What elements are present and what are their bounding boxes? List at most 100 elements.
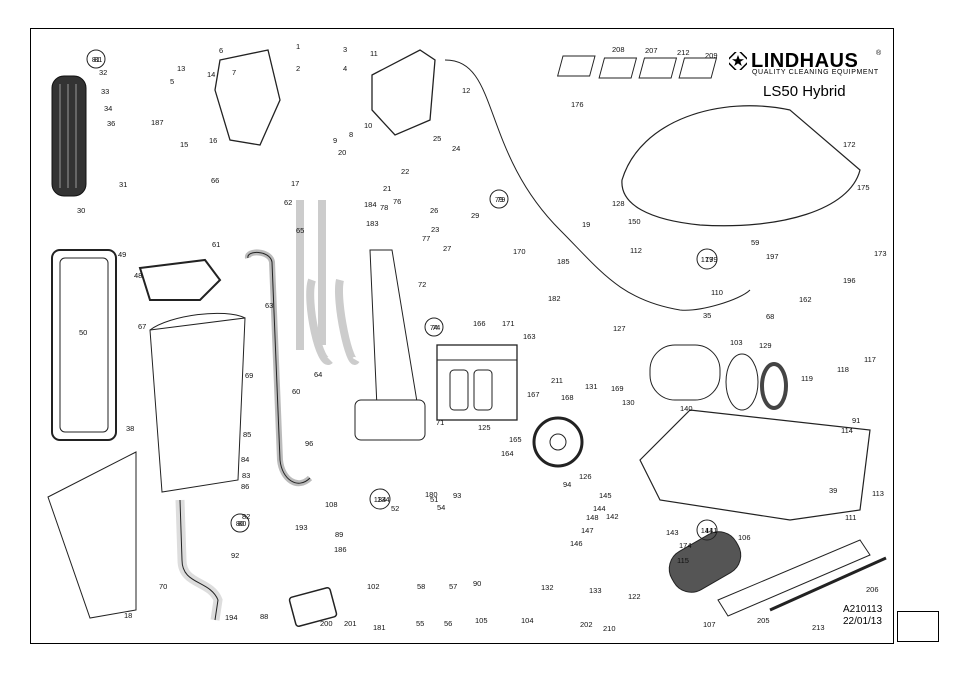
circled-label-81: 81 (86, 49, 106, 69)
gasket-200-part (288, 587, 338, 627)
part-label-68: 68 (766, 312, 774, 321)
part-label-110: 110 (711, 288, 723, 297)
part-label-54: 54 (437, 503, 445, 512)
gasket-part (138, 258, 222, 301)
part-label-60: 60 (292, 387, 300, 396)
circled-label-179: 179 (696, 248, 718, 270)
part-label-143: 143 (666, 528, 679, 537)
lindhaus-logo-icon (729, 52, 747, 70)
part-label-118: 118 (837, 365, 849, 374)
brush-roller-part (668, 531, 742, 593)
part-label-81: 81 (94, 55, 102, 64)
part-label-172: 172 (843, 140, 856, 149)
part-label-103: 103 (730, 338, 743, 347)
part-label-125: 125 (478, 423, 491, 432)
part-label-140: 140 (680, 404, 693, 413)
part-label-12: 12 (462, 86, 470, 95)
part-label-93: 93 (453, 491, 461, 500)
part-label-208: 208 (612, 45, 625, 54)
part-label-193: 193 (295, 523, 308, 532)
part-label-91: 91 (852, 416, 860, 425)
part-label-27: 27 (443, 244, 451, 253)
part-label-90: 90 (473, 579, 481, 588)
part-label-130: 130 (622, 398, 635, 407)
model-name: LS50 Hybrid (763, 83, 846, 100)
part-label-35: 35 (703, 311, 711, 320)
power-cable-part (444, 59, 751, 311)
body-6-part (214, 49, 281, 146)
part-label-14: 14 (207, 70, 215, 79)
part-label-122: 122 (628, 592, 641, 601)
part-label-183: 183 (366, 219, 379, 228)
wheel-part (532, 416, 584, 468)
hose-70-part (175, 499, 223, 621)
part-label-21: 21 (383, 184, 391, 193)
part-label-167: 167 (527, 390, 540, 399)
part-label-174: 174 (679, 541, 692, 550)
part-label-175: 175 (857, 183, 870, 192)
dust-container-part (149, 317, 246, 493)
part-label-56: 56 (444, 619, 452, 628)
part-label-33: 33 (101, 87, 109, 96)
part-label-108: 108 (325, 500, 338, 509)
part-label-179: 179 (705, 255, 718, 264)
part-label-194: 194 (225, 613, 238, 622)
filter-frame-part (51, 249, 117, 441)
part-label-176: 176 (571, 100, 584, 109)
part-label-141: 141 (705, 526, 718, 535)
part-label-148: 148 (586, 513, 599, 522)
part-label-211: 211 (551, 376, 563, 385)
part-label-4: 4 (343, 64, 347, 73)
part-label-117: 117 (864, 355, 876, 364)
part-label-70: 70 (159, 582, 167, 591)
part-label-22: 22 (401, 167, 409, 176)
part-label-144: 144 (593, 504, 606, 513)
part-label-126: 126 (579, 472, 592, 481)
part-label-102: 102 (367, 582, 380, 591)
part-label-18: 18 (124, 611, 132, 620)
part-label-84: 84 (241, 455, 249, 464)
part-label-20: 20 (338, 148, 346, 157)
part-label-64: 64 (314, 370, 322, 379)
part-label-94: 94 (563, 480, 571, 489)
part-label-32: 32 (99, 68, 107, 77)
part-label-2: 2 (296, 64, 300, 73)
part-label-57: 57 (449, 582, 457, 591)
part-label-181: 181 (373, 623, 386, 632)
part-label-69: 69 (245, 371, 253, 380)
part-label-180: 180 (425, 490, 438, 499)
part-label-129: 129 (759, 341, 772, 350)
part-label-71: 71 (436, 418, 444, 427)
circled-label-80: 80 (230, 513, 250, 533)
plate-205-part (717, 539, 871, 617)
part-label-58: 58 (417, 582, 425, 591)
part-label-184: 184 (364, 200, 377, 209)
svg-text:79: 79 (495, 195, 503, 204)
part-label-186: 186 (334, 545, 347, 554)
part-label-11: 11 (370, 49, 378, 58)
part-label-205: 205 (757, 616, 770, 625)
part-label-89: 89 (335, 530, 343, 539)
part-label-96: 96 (305, 439, 313, 448)
part-label-164: 164 (501, 449, 514, 458)
part-label-107: 107 (703, 620, 716, 629)
part-label-7: 7 (232, 68, 236, 77)
part-label-104: 104 (521, 616, 534, 625)
part-label-115: 115 (677, 556, 689, 565)
part-label-207: 207 (645, 46, 658, 55)
part-label-36: 36 (107, 119, 115, 128)
svg-text:80: 80 (236, 519, 244, 528)
part-label-197: 197 (766, 252, 779, 261)
part-label-187: 187 (151, 118, 164, 127)
strip-206-part (769, 556, 887, 612)
part-label-200: 200 (320, 619, 333, 628)
handle-grip-part (51, 75, 87, 197)
part-label-106: 106 (738, 533, 751, 542)
part-label-5: 5 (170, 77, 174, 86)
brand-tagline: QUALITY CLEANING EQUIPMENT (752, 69, 879, 76)
part-label-25: 25 (433, 134, 441, 143)
part-label-29: 29 (471, 211, 479, 220)
part-label-62: 62 (284, 198, 292, 207)
document-date: 22/01/13 (843, 616, 882, 627)
part-label-23: 23 (431, 225, 439, 234)
